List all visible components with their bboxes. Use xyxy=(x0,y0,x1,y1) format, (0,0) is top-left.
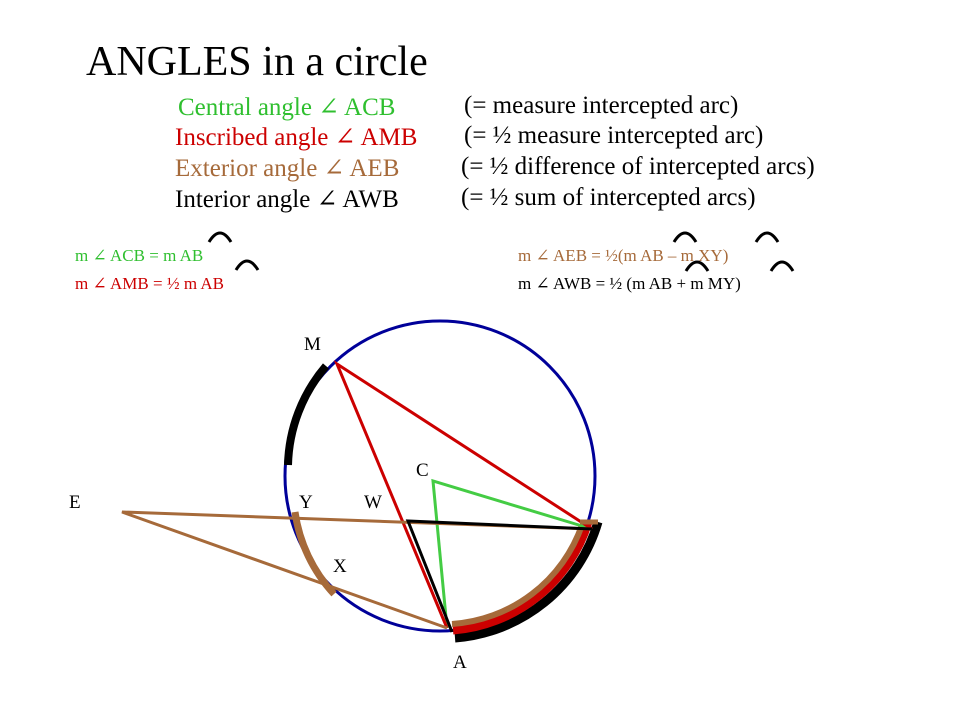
arc-symbol-interior-my xyxy=(769,260,795,272)
label-m: M xyxy=(304,334,321,355)
arc-symbol-exterior-xy xyxy=(754,231,780,243)
exterior-angle-name: Exterior angle ∠ AEB xyxy=(175,155,400,182)
label-x: X xyxy=(333,556,347,577)
interior-formula: m ∠ AWB = ½ (m AB + m MY) xyxy=(518,274,741,293)
central-angle-rule: (= measure intercepted arc) xyxy=(464,92,739,119)
arc-xy xyxy=(291,511,337,597)
arc-symbol-exterior-ab xyxy=(672,231,698,243)
interior-angle-awb xyxy=(405,519,593,633)
interior-angle-rule: (= ½ sum of intercepted arcs) xyxy=(461,184,756,211)
arc-ab-brown xyxy=(451,524,585,627)
arc-symbol-inscribed-ab xyxy=(234,259,260,271)
exterior-formula: m ∠ AEB = ½(m AB – m XY) xyxy=(518,246,729,265)
page-title: ANGLES in a circle xyxy=(86,39,428,85)
inscribed-angle-rule: (= ½ measure intercepted arc) xyxy=(464,122,764,149)
inscribed-angle-name: Inscribed angle ∠ AMB xyxy=(175,124,418,151)
exterior-angle-rule: (= ½ difference of intercepted arcs) xyxy=(461,153,815,180)
label-c: C xyxy=(416,460,429,481)
arc-my xyxy=(284,363,330,466)
arc-symbol-interior-ab xyxy=(684,260,710,272)
central-angle-name: Central angle ∠ ACB xyxy=(178,94,396,121)
label-e: E xyxy=(69,492,81,513)
inscribed-formula: m ∠ AMB = ½ m AB xyxy=(75,274,224,293)
central-formula: m ∠ ACB = m AB xyxy=(75,246,204,265)
label-w: W xyxy=(364,492,382,513)
label-a: A xyxy=(453,652,467,673)
interior-angle-name: Interior angle ∠ AWB xyxy=(175,186,399,213)
label-y: Y xyxy=(299,492,313,513)
arc-symbol-central-ab xyxy=(207,231,233,243)
arc-ab-black xyxy=(454,520,603,643)
circle xyxy=(283,319,597,633)
inscribed-angle-amb xyxy=(333,360,593,629)
central-angle-acb xyxy=(431,478,593,629)
arc-ab-red xyxy=(452,520,593,635)
